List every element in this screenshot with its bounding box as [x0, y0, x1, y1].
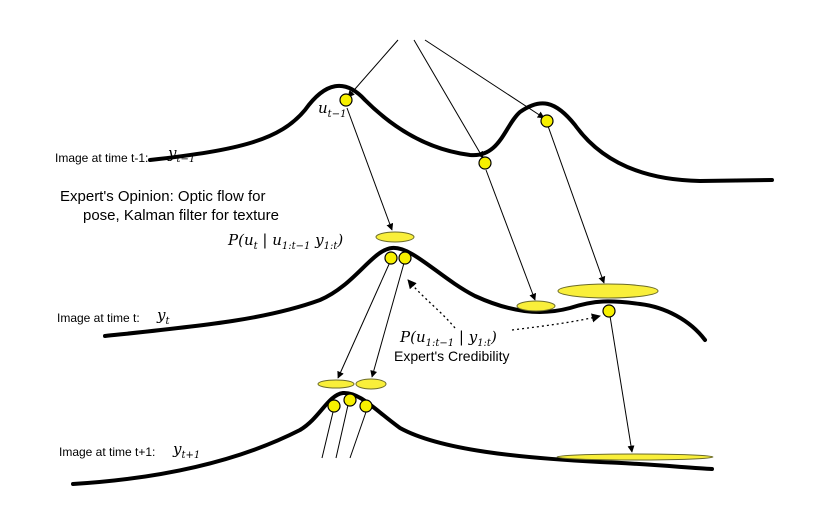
credibility-arrow-right: [511, 313, 601, 331]
math-y-t: yt: [156, 306, 170, 327]
arrow-prior-1: [347, 39, 399, 98]
particle-t-a: [384, 251, 398, 265]
arrow-prior-3: [424, 39, 545, 119]
arrow-prior-2: [413, 39, 484, 159]
ellipse-t-valley: [516, 300, 556, 312]
math-posterior: P(ut | u1:t−1 y1:t): [227, 231, 343, 252]
arrow-propagate-5: [370, 262, 405, 378]
math-y-t-plus-1: yt+1: [172, 440, 200, 461]
arrow-propagate-1: [346, 107, 394, 231]
ellipse-t1-left: [317, 379, 355, 389]
expert-opinion-line-2: pose, Kalman filter for texture: [83, 207, 279, 224]
ellipse-t-peak: [375, 231, 415, 243]
ellipse-t-wide: [557, 283, 659, 299]
particle-t-c: [602, 304, 616, 318]
expert-credibility-label: Expert's Credibility: [394, 348, 510, 364]
math-u-t-minus-1: ut−1: [318, 99, 346, 120]
ellipse-t1-flat: [556, 453, 714, 461]
particle-t-minus-1-c: [540, 114, 554, 128]
particle-t1-b: [343, 393, 357, 407]
continuation-line-2: [335, 404, 349, 459]
likelihood-curve-t: [103, 245, 707, 342]
continuation-line-1: [321, 411, 334, 459]
continuation-line-3: [349, 411, 367, 459]
row-label-t-plus-1: Image at time t+1:: [59, 445, 155, 459]
particle-t-b: [398, 251, 412, 265]
particle-t-minus-1-a: [339, 93, 353, 107]
math-credibility: P(u1:t−1 | y1:t): [399, 328, 497, 349]
row-label-t: Image at time t:: [57, 311, 140, 325]
expert-opinion-line-1: Expert's Opinion: Optic flow for: [60, 188, 265, 205]
particle-t1-a: [327, 399, 341, 413]
likelihood-curve-t-minus-1: [148, 83, 774, 183]
row-label-t-minus-1: Image at time t-1:: [55, 151, 148, 165]
arrow-propagate-2: [485, 169, 537, 301]
arrow-propagate-4: [337, 261, 391, 379]
arrow-propagate-6: [609, 315, 635, 453]
credibility-arrow-left: [407, 279, 456, 329]
arrow-propagate-3: [547, 125, 606, 284]
ellipse-t1-right: [355, 378, 387, 390]
particle-t1-c: [359, 399, 373, 413]
particle-t-minus-1-b: [478, 156, 492, 170]
math-y-t-minus-1: yt−1: [167, 144, 195, 165]
likelihood-curve-t-plus-1: [71, 391, 714, 486]
